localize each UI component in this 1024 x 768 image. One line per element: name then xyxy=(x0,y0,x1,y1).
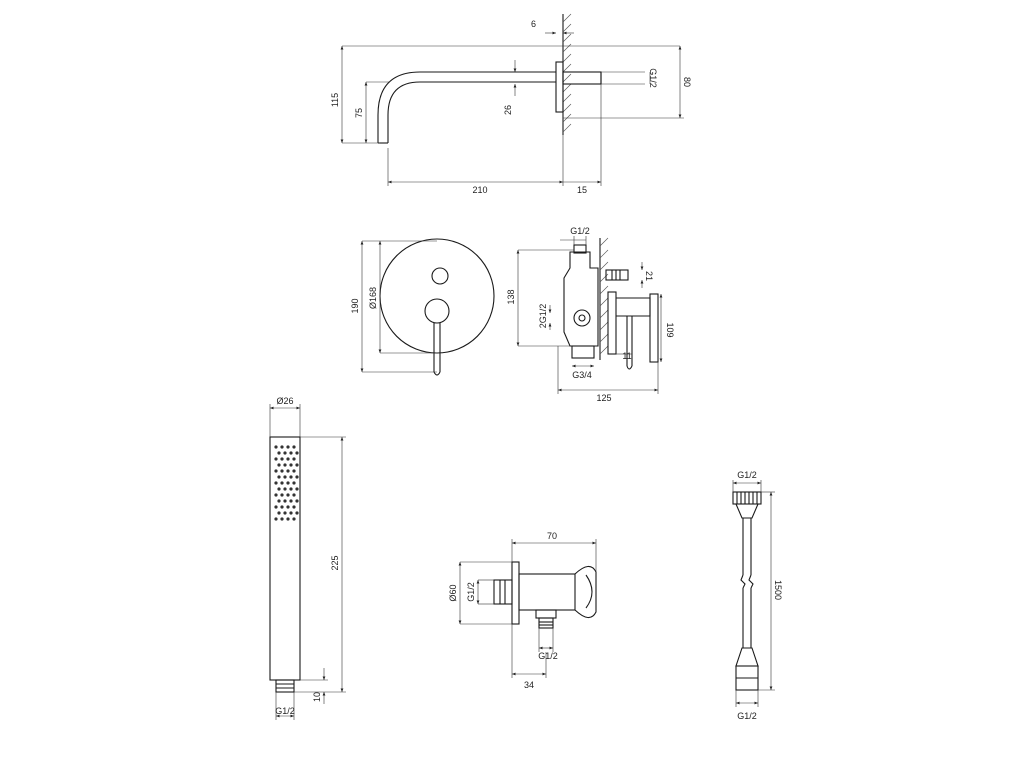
hand-shower-dim-225: 225 xyxy=(330,555,340,570)
nozzle-dot xyxy=(286,457,290,461)
nozzle-dot xyxy=(289,511,293,515)
nozzle-dot xyxy=(295,451,299,455)
mixer-dim-168: Ø168 xyxy=(368,287,378,309)
nozzle-dot xyxy=(295,487,299,491)
nozzle-dot xyxy=(286,517,290,521)
nozzle-dot xyxy=(283,487,287,491)
nozzle-dot xyxy=(289,451,293,455)
mixer-dim-125: 125 xyxy=(596,393,611,403)
nozzle-dot xyxy=(277,475,281,479)
nozzle-dot xyxy=(295,475,299,479)
hand-shower-dim-10: 10 xyxy=(312,692,322,702)
nozzle-dot xyxy=(274,445,278,449)
spout-dim-15: 15 xyxy=(577,185,587,195)
nozzle-dot xyxy=(292,517,296,521)
nozzle-dot xyxy=(274,505,278,509)
hand-shower-thread: G1/2 xyxy=(275,706,295,716)
nozzle-dot xyxy=(286,445,290,449)
nozzle-dot xyxy=(292,493,296,497)
outlet-thread-bottom: G1/2 xyxy=(538,651,558,661)
nozzle-dot xyxy=(283,451,287,455)
spout-dim-75: 75 xyxy=(354,108,364,118)
nozzle-dot xyxy=(286,505,290,509)
nozzle-dot xyxy=(280,505,284,509)
nozzle-dot xyxy=(292,469,296,473)
nozzle-dot xyxy=(274,469,278,473)
nozzle-grid xyxy=(274,445,299,521)
nozzle-dot xyxy=(283,511,287,515)
spout-dim-80: 80 xyxy=(682,77,692,87)
hose-dim-1500: 1500 xyxy=(773,580,783,600)
nozzle-dot xyxy=(289,487,293,491)
hand-shower-drawing: Ø26 225 10 G1/2 xyxy=(269,396,346,720)
nozzle-dot xyxy=(277,487,281,491)
nozzle-dot xyxy=(274,517,278,521)
mixer-dim-11: 11 xyxy=(622,351,631,361)
nozzle-dot xyxy=(274,481,278,485)
nozzle-dot xyxy=(292,505,296,509)
mixer-dim-190: 190 xyxy=(350,298,360,313)
spout-drawing: 6 115 75 26 210 15 G1/2 80 xyxy=(330,13,692,195)
mixer-dim-21: 21 xyxy=(644,271,654,281)
mixer-front-drawing: 190 Ø168 xyxy=(350,238,495,376)
mixer-dim-138: 138 xyxy=(506,289,516,304)
nozzle-dot xyxy=(283,499,287,503)
outlet-elbow-drawing: 70 Ø60 G1/2 G1/2 34 xyxy=(448,531,597,690)
mixer-side-drawing: G1/2 138 21 2G1/2 109 11 G3/4 125 xyxy=(506,226,675,403)
outlet-dim-70: 70 xyxy=(547,531,557,541)
nozzle-dot xyxy=(286,469,290,473)
mixer-thread-top: G1/2 xyxy=(570,226,590,236)
nozzle-dot xyxy=(292,445,296,449)
nozzle-dot xyxy=(289,499,293,503)
mixer-dim-109: 109 xyxy=(665,322,675,337)
nozzle-dot xyxy=(295,463,299,467)
nozzle-dot xyxy=(280,481,284,485)
mixer-thread-side: 2G1/2 xyxy=(538,304,548,329)
spout-dim-210: 210 xyxy=(472,185,487,195)
nozzle-dot xyxy=(277,511,281,515)
nozzle-dot xyxy=(283,463,287,467)
nozzle-dot xyxy=(292,481,296,485)
nozzle-dot xyxy=(280,469,284,473)
nozzle-dot xyxy=(295,511,299,515)
nozzle-dot xyxy=(283,475,287,479)
hose-drawing: G1/2 1500 G1/2 xyxy=(732,470,783,721)
outlet-dim-34: 34 xyxy=(524,680,534,690)
nozzle-dot xyxy=(295,499,299,503)
nozzle-dot xyxy=(280,445,284,449)
nozzle-dot xyxy=(280,493,284,497)
outlet-thread-side: G1/2 xyxy=(466,582,476,602)
nozzle-dot xyxy=(286,481,290,485)
nozzle-dot xyxy=(286,493,290,497)
nozzle-dot xyxy=(280,517,284,521)
nozzle-dot xyxy=(274,457,278,461)
spout-dim-26: 26 xyxy=(503,105,513,115)
nozzle-dot xyxy=(274,493,278,497)
nozzle-dot xyxy=(277,451,281,455)
hose-thread-top: G1/2 xyxy=(737,470,757,480)
mixer-thread-bottom: G3/4 xyxy=(572,370,592,380)
nozzle-dot xyxy=(277,463,281,467)
spout-thread: G1/2 xyxy=(648,68,658,88)
hose-thread-bottom: G1/2 xyxy=(737,711,757,721)
nozzle-dot xyxy=(292,457,296,461)
spout-dim-6: 6 xyxy=(531,19,536,29)
nozzle-dot xyxy=(289,475,293,479)
nozzle-dot xyxy=(289,463,293,467)
nozzle-dot xyxy=(277,499,281,503)
outlet-dim-60: Ø60 xyxy=(448,584,458,601)
hand-shower-dim-26: Ø26 xyxy=(276,396,293,406)
nozzle-dot xyxy=(280,457,284,461)
spout-dim-115: 115 xyxy=(330,93,340,107)
